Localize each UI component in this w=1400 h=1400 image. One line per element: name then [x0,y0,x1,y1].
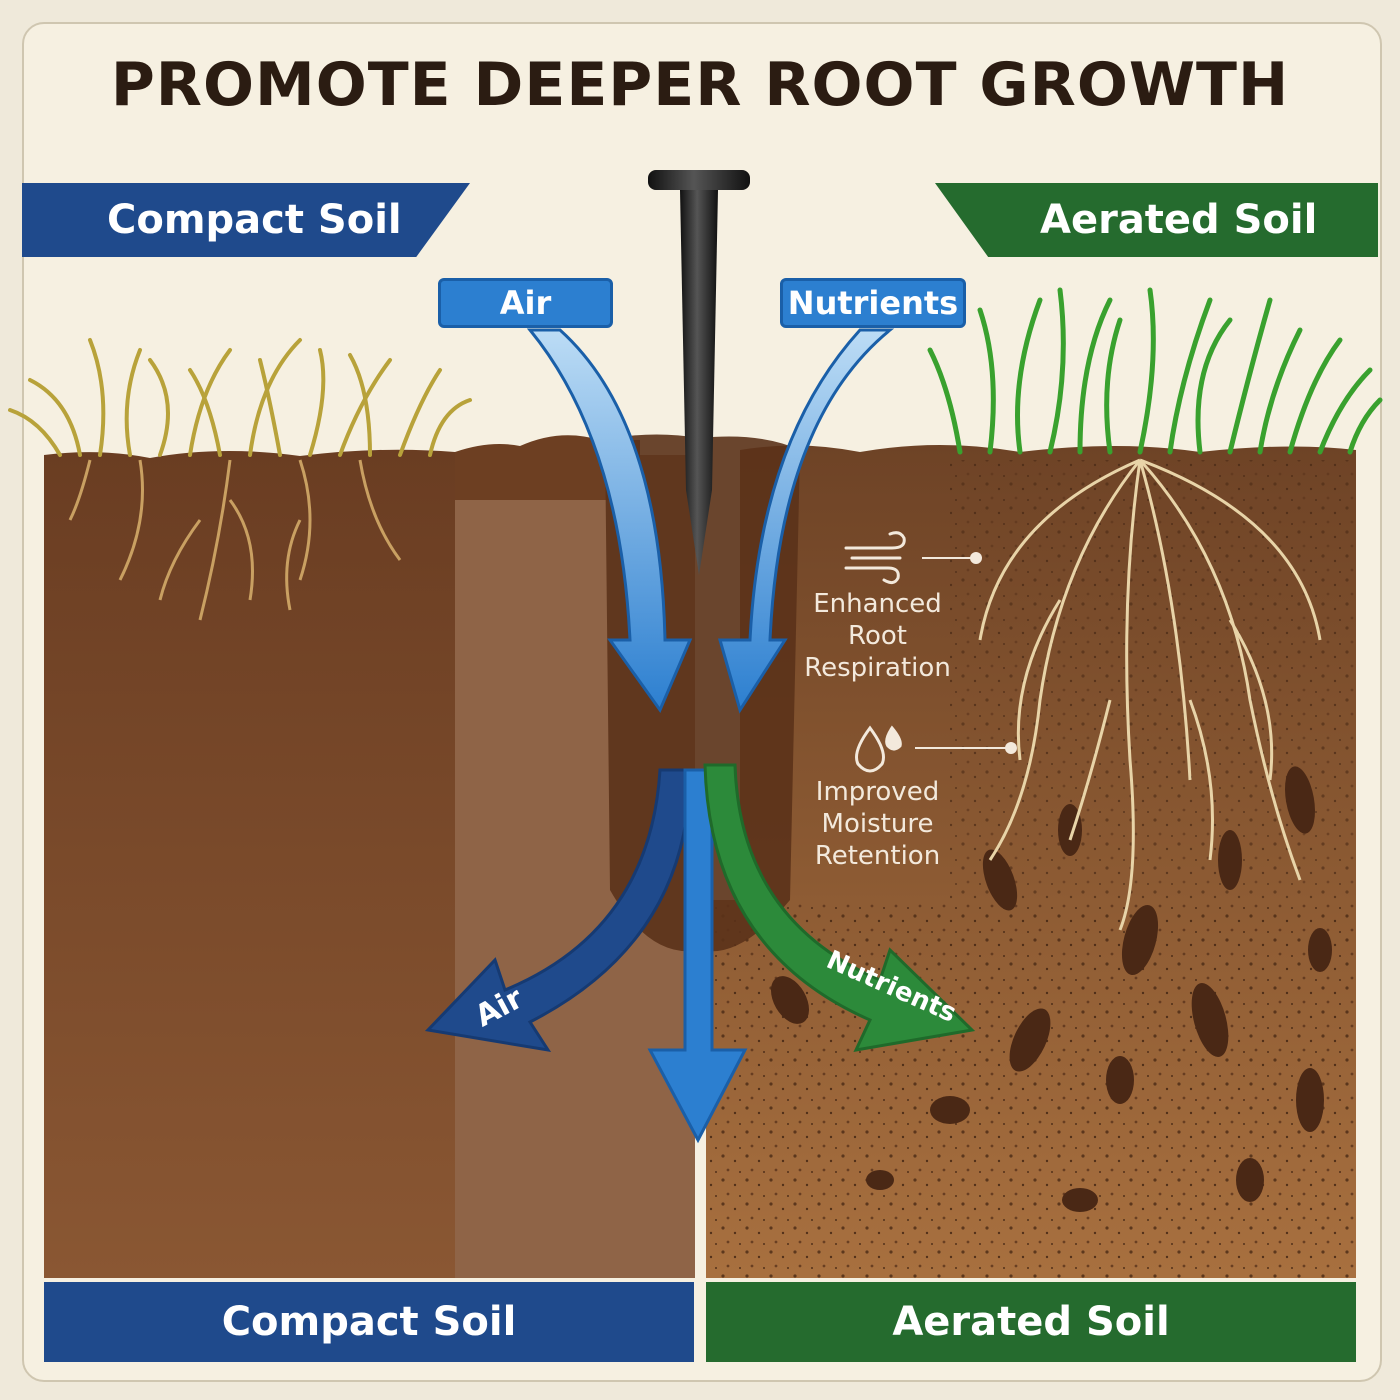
aerated-soil-bottom-label: Aerated Soil [706,1278,1356,1362]
moisture-pointer-dot [1005,742,1017,754]
wind-icon [844,531,906,585]
air-label: Air [438,278,613,328]
aerated-soil-texture-upper [950,460,1356,900]
respiration-pointer-dot [970,552,982,564]
dry-grass [8,338,472,457]
compact-soil-bottom-label: Compact Soil [44,1278,694,1362]
nutrients-outflow-arrow [703,763,976,1052]
deep-roots [978,458,1322,931]
benefit-line: Retention [814,841,941,871]
green-grass [927,287,1383,455]
air-inflow-arrow [526,328,693,714]
aerator-spike [648,170,750,575]
benefit-line: Enhanced [813,589,942,619]
benefit-line: Respiration [804,653,951,683]
benefit-moisture: Improved Moisture Retention [800,776,955,872]
aerated-soil-top-label: Aerated Soil [935,183,1378,257]
benefit-respiration: Enhanced Root Respiration [795,588,960,684]
nutrients-label: Nutrients [780,278,966,328]
nutrients-inflow-arrow [718,328,895,714]
short-roots [68,459,402,621]
benefit-line: Root [848,621,907,651]
air-outflow-arrow [424,768,692,1053]
soil-surface-center [455,435,640,500]
page-title: PROMOTE DEEPER ROOT GROWTH [110,50,1290,120]
compact-soil [44,449,455,1278]
water-drops-icon [855,725,902,773]
benefit-line: Moisture [821,809,934,839]
benefit-line: Improved [815,777,940,807]
compact-soil-top-label: Compact Soil [22,183,470,257]
